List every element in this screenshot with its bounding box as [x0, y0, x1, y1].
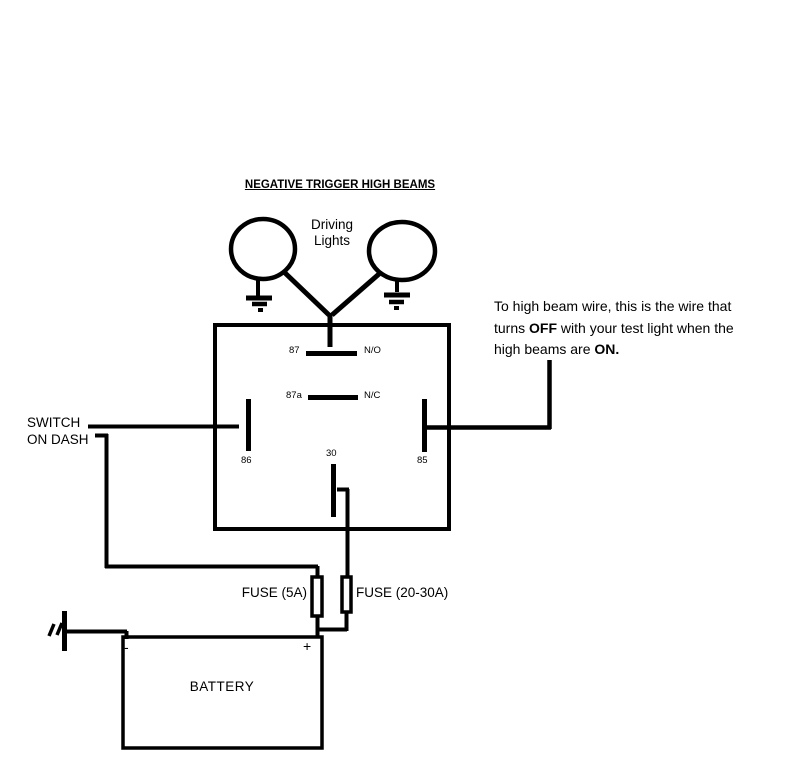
high-beam-note-line2: turns OFF with your test light when the	[494, 319, 734, 336]
relay-pin-87-label: 87	[289, 345, 300, 356]
battery-positive-terminal-label: +	[303, 638, 312, 654]
relay-pin-87a-label: 87a	[286, 390, 302, 401]
battery-label: BATTERY	[189, 679, 255, 694]
ground-symbol-right-lamp	[384, 292, 410, 310]
right-lamp-feed-wire	[330, 272, 381, 317]
note-bold-off: OFF	[529, 319, 558, 336]
left-lamp-feed-wire	[281, 269, 331, 317]
high-beam-note-line3: high beams are ON.	[494, 341, 620, 357]
fuse-20-30a	[340, 575, 353, 614]
ground-symbol-battery	[47, 611, 67, 651]
battery-negative-terminal-label: -	[124, 639, 129, 655]
relay-pin-30-label: 30	[326, 448, 337, 459]
high-beam-note-line1: To high beam wire, this is the wire that	[494, 298, 732, 314]
battery-box	[121, 635, 324, 750]
ground-symbol-left-lamp	[246, 295, 272, 312]
diagram-title: NEGATIVE TRIGGER HIGH BEAMS	[244, 179, 436, 191]
relay-nc-label: N/C	[364, 390, 381, 401]
note-bold-on: ON.	[594, 341, 620, 357]
driving-light-right	[330, 219, 438, 317]
relay-no-label: N/O	[364, 345, 381, 356]
fuse-5a-label: FUSE (5A)	[241, 585, 307, 600]
switch-label-line1: SWITCH	[27, 415, 81, 430]
relay-pin-85-label: 85	[417, 455, 428, 466]
switch-label-line2: ON DASH	[27, 432, 89, 447]
driving-lights-label-line1: Driving	[310, 217, 353, 232]
switch-on-dash-label: SWITCH ON DASH	[27, 414, 89, 448]
driving-light-left	[228, 216, 331, 317]
relay-pin-86-label: 86	[241, 455, 252, 466]
fuse-5a	[310, 575, 324, 618]
driving-lights-label-line2: Lights	[313, 233, 351, 248]
high-beam-note: To high beam wire, this is the wire that…	[494, 296, 769, 361]
driving-lights-label: Driving Lights	[282, 217, 382, 249]
fuse-20-30a-label: FUSE (20-30A)	[356, 585, 449, 600]
